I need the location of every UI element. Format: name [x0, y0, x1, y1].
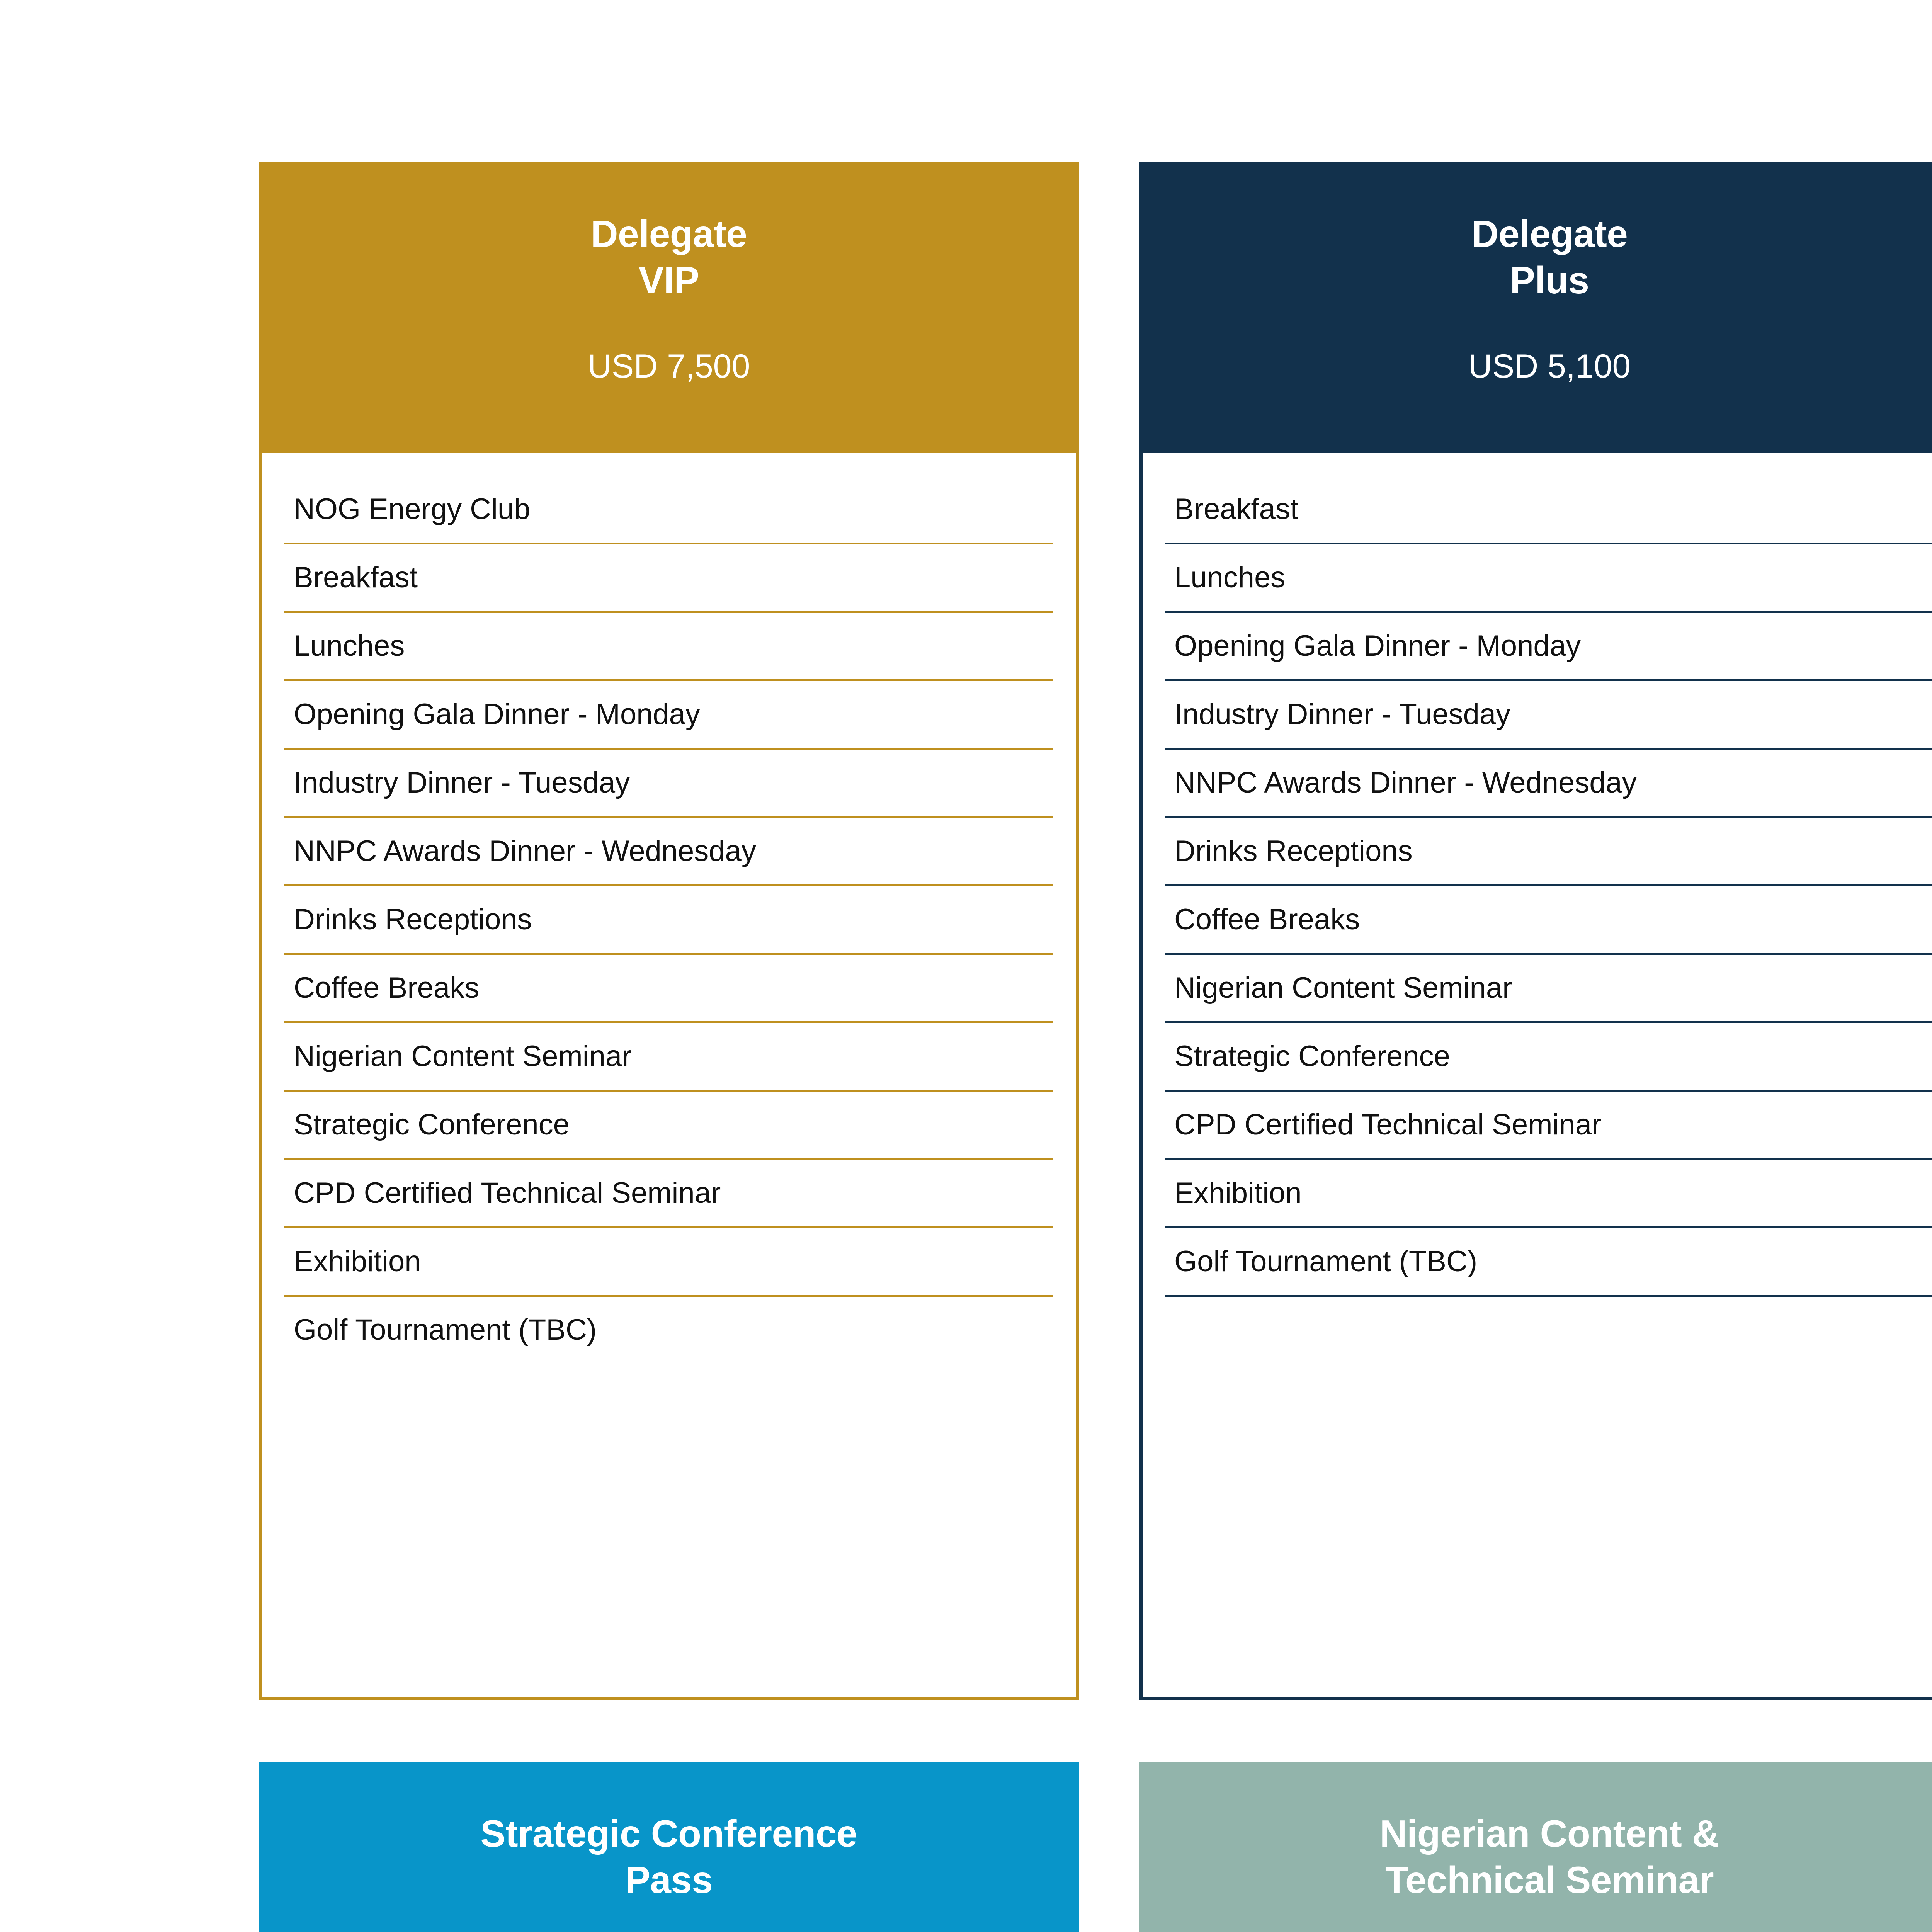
feature-item: Lunches: [284, 613, 1053, 681]
feature-item: NOG Energy Club: [284, 476, 1053, 544]
feature-item: NNPC Awards Dinner - Wednesday: [1165, 750, 1932, 818]
tier-name: Delegate Plus: [1471, 213, 1628, 301]
feature-item: Coffee Breaks: [284, 955, 1053, 1023]
feature-item: Coffee Breaks: [1165, 886, 1932, 955]
tier-price: USD 3,250: [588, 1903, 750, 1932]
pricing-card-header: Delegate VIP USD 7,500: [259, 162, 1079, 453]
pricing-card-nigerian-content-technical-seminar[interactable]: Nigerian Content & Technical SeminarUSD …: [1139, 1762, 1932, 1932]
tier-price: USD 5,100: [1468, 348, 1631, 385]
feature-item: Strategic Conference: [1165, 1023, 1932, 1092]
feature-item: Breakfast: [284, 544, 1053, 613]
tier-price: USD 2,300: [1468, 1903, 1631, 1932]
feature-item: Exhibition: [1165, 1160, 1932, 1228]
pricing-card-strategic-conference-pass[interactable]: Strategic Conference PassUSD 3,250Breakf…: [259, 1762, 1079, 1932]
feature-item: Drinks Receptions: [1165, 818, 1932, 886]
feature-item: CPD Certified Technical Seminar: [284, 1160, 1053, 1228]
feature-item: Nigerian Content Seminar: [284, 1023, 1053, 1092]
feature-item: Opening Gala Dinner - Monday: [1165, 613, 1932, 681]
feature-item: Drinks Receptions: [284, 886, 1053, 955]
tier-name: Delegate VIP: [590, 213, 747, 301]
feature-item: Industry Dinner - Tuesday: [1165, 681, 1932, 750]
feature-item: Opening Gala Dinner - Monday: [284, 681, 1053, 750]
feature-item: Golf Tournament (TBC): [1165, 1228, 1932, 1297]
feature-item: CPD Certified Technical Seminar: [1165, 1092, 1932, 1160]
pricing-card-header: Strategic Conference PassUSD 3,250: [259, 1762, 1079, 1932]
feature-item: Exhibition: [284, 1228, 1053, 1297]
feature-item: Strategic Conference: [284, 1092, 1053, 1160]
tier-name: Strategic Conference Pass: [480, 1812, 857, 1901]
feature-item: Breakfast: [1165, 476, 1932, 544]
feature-item: Nigerian Content Seminar: [1165, 955, 1932, 1023]
feature-item: NNPC Awards Dinner - Wednesday: [284, 818, 1053, 886]
feature-item: Lunches: [1165, 544, 1932, 613]
pricing-card-header: Nigerian Content & Technical SeminarUSD …: [1139, 1762, 1932, 1932]
feature-item: Industry Dinner - Tuesday: [284, 750, 1053, 818]
feature-item: Golf Tournament (TBC): [294, 1313, 597, 1346]
tier-price: USD 7,500: [587, 348, 750, 385]
tier-name: Nigerian Content & Technical Seminar: [1379, 1812, 1719, 1901]
